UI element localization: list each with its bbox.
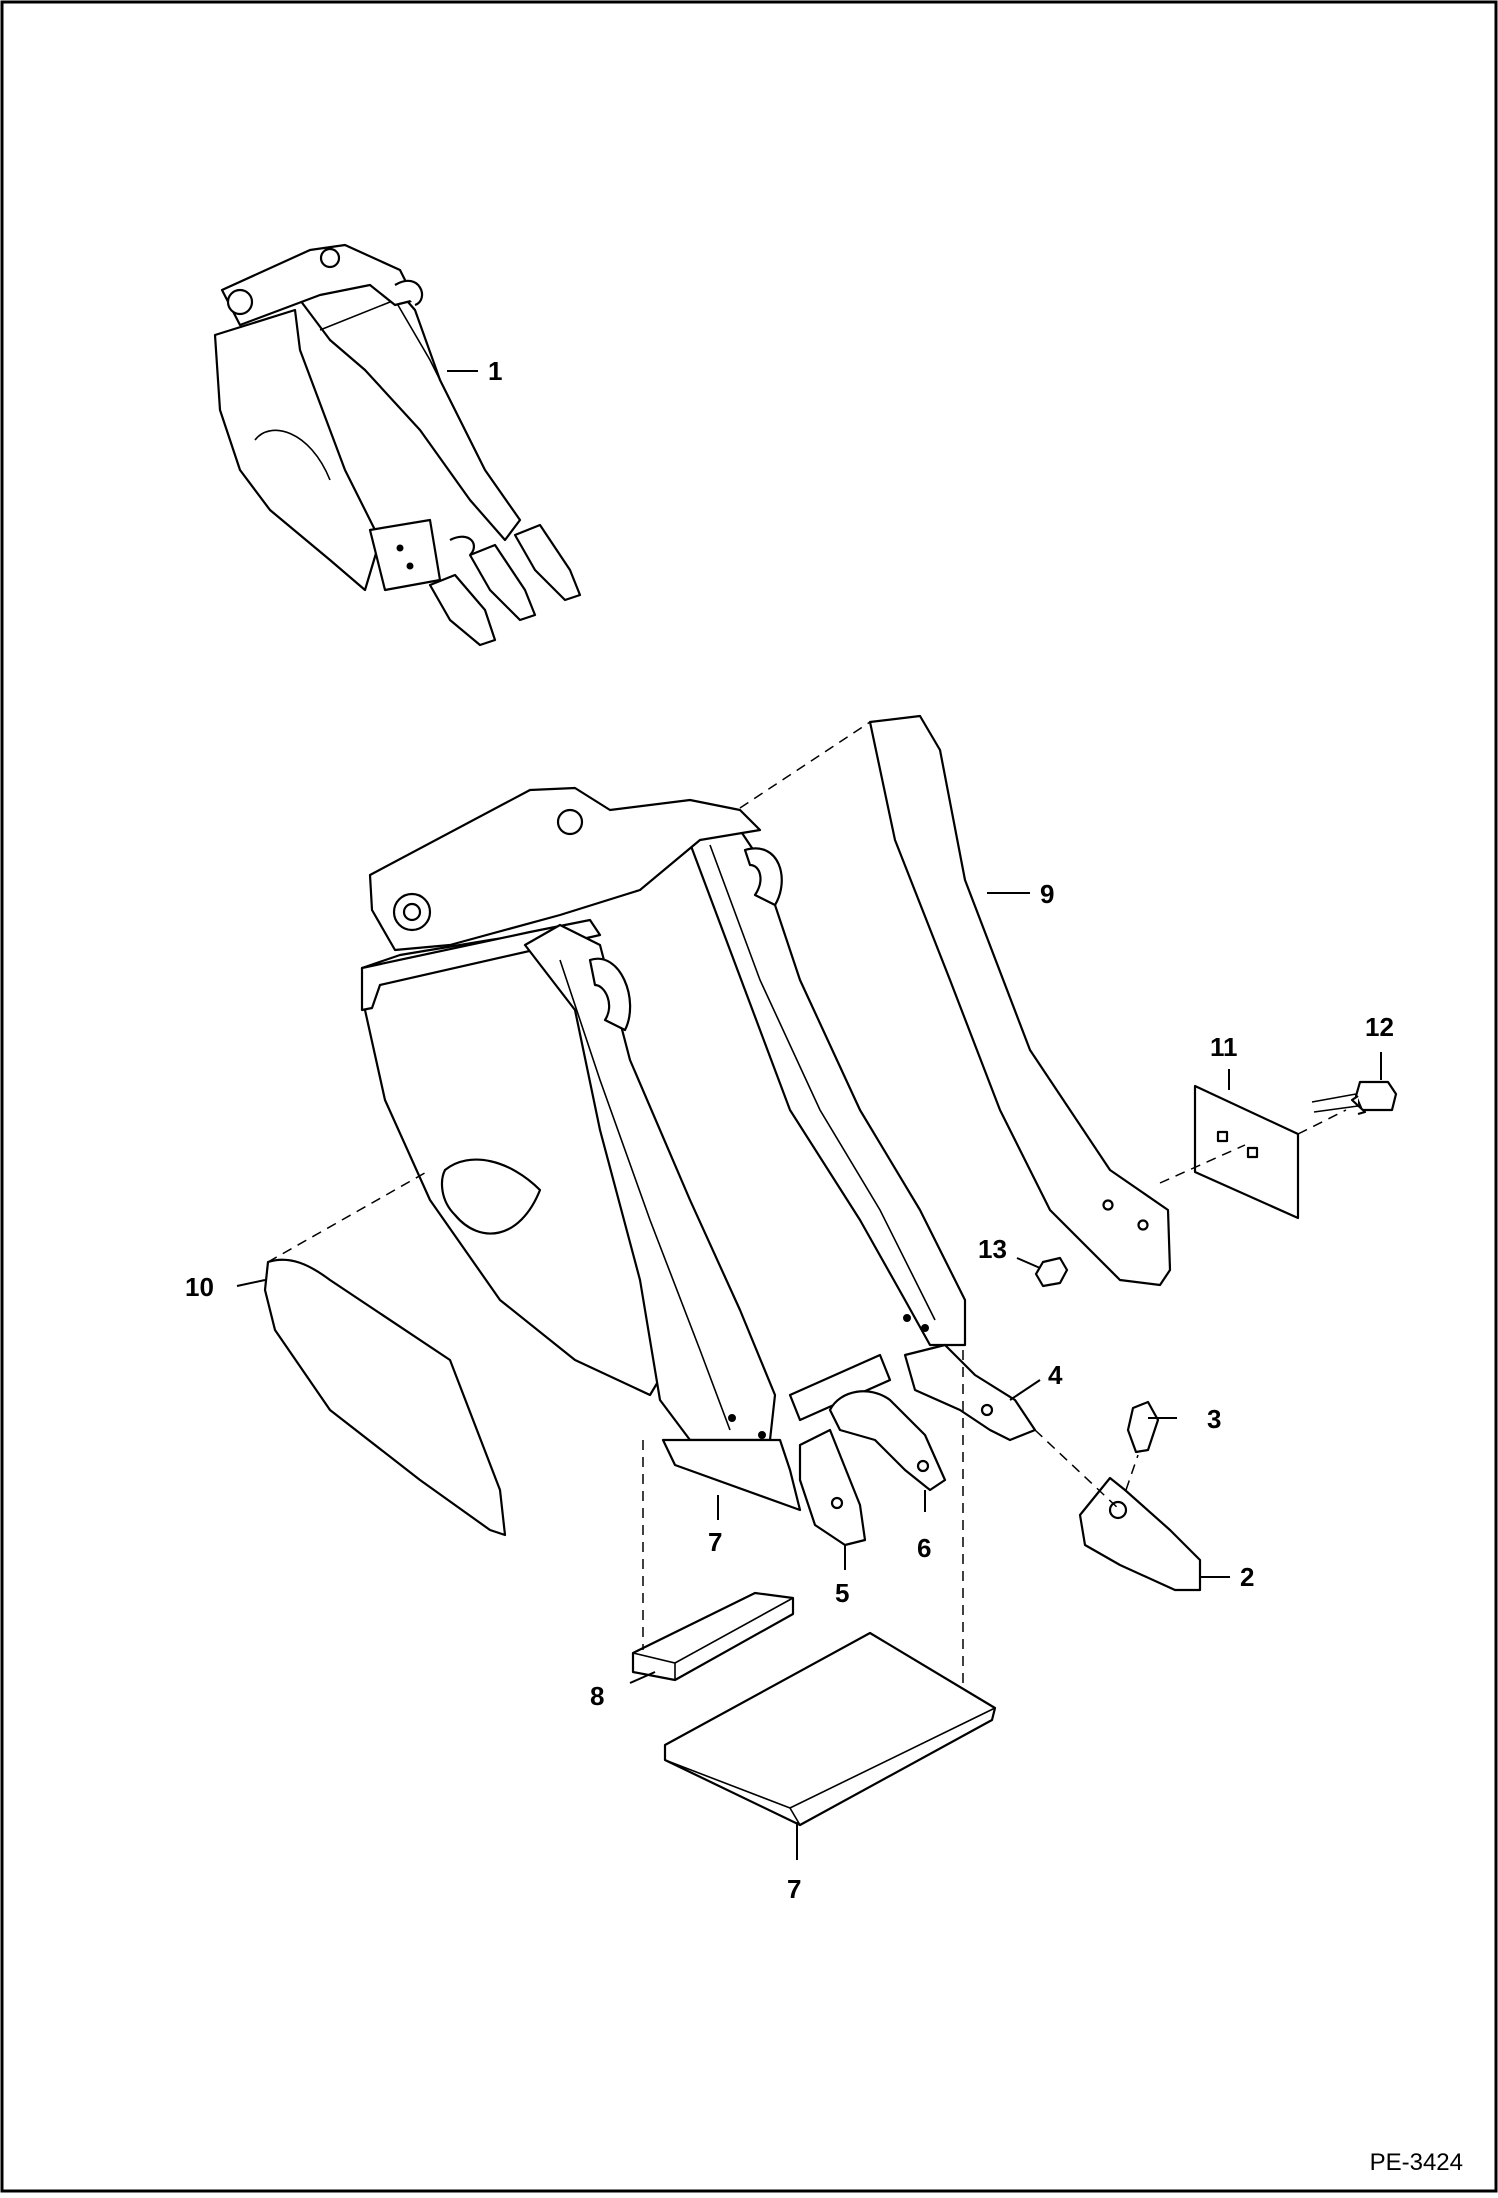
- tooth-5: [798, 1428, 867, 1547]
- callout-1: 1: [488, 356, 502, 386]
- callout-7-lower: 7: [787, 1874, 801, 1904]
- bolt-12: [1311, 1080, 1398, 1116]
- leader-lines: [236, 892, 1382, 1860]
- callout-10: 10: [185, 1272, 214, 1302]
- cutting-edge-7: [663, 1631, 997, 1827]
- callout-4: 4: [1048, 1360, 1063, 1390]
- wear-pad-11: [1193, 1084, 1300, 1220]
- document-id: PE-3424: [1370, 2149, 1463, 2176]
- callout-12: 12: [1365, 1012, 1394, 1042]
- nut-13: [1034, 1256, 1069, 1288]
- cutting-edge-installed: [661, 1438, 802, 1512]
- tooth-2: [1078, 1476, 1202, 1592]
- bucket-body-exploded: [360, 786, 967, 1442]
- bucket-assembly-small: [213, 243, 582, 647]
- callout-13: 13: [978, 1234, 1007, 1264]
- callout-2: 2: [1240, 1562, 1254, 1592]
- tooth-6: [828, 1390, 947, 1492]
- side-cutter-9: [868, 714, 1172, 1287]
- alignment-lines: [267, 721, 1347, 1685]
- callout-6: 6: [917, 1533, 931, 1563]
- pin-3: [1126, 1400, 1160, 1454]
- callout-5: 5: [835, 1578, 849, 1608]
- callout-3: 3: [1207, 1404, 1221, 1434]
- callout-8: 8: [590, 1681, 604, 1711]
- callout-9: 9: [1040, 879, 1054, 909]
- callout-7-upper: 7: [708, 1527, 722, 1557]
- plate-8: [631, 1591, 795, 1682]
- tooth-4: [903, 1343, 1037, 1442]
- callout-11: 11: [1210, 1032, 1238, 1062]
- side-cutter-10: [263, 1258, 507, 1537]
